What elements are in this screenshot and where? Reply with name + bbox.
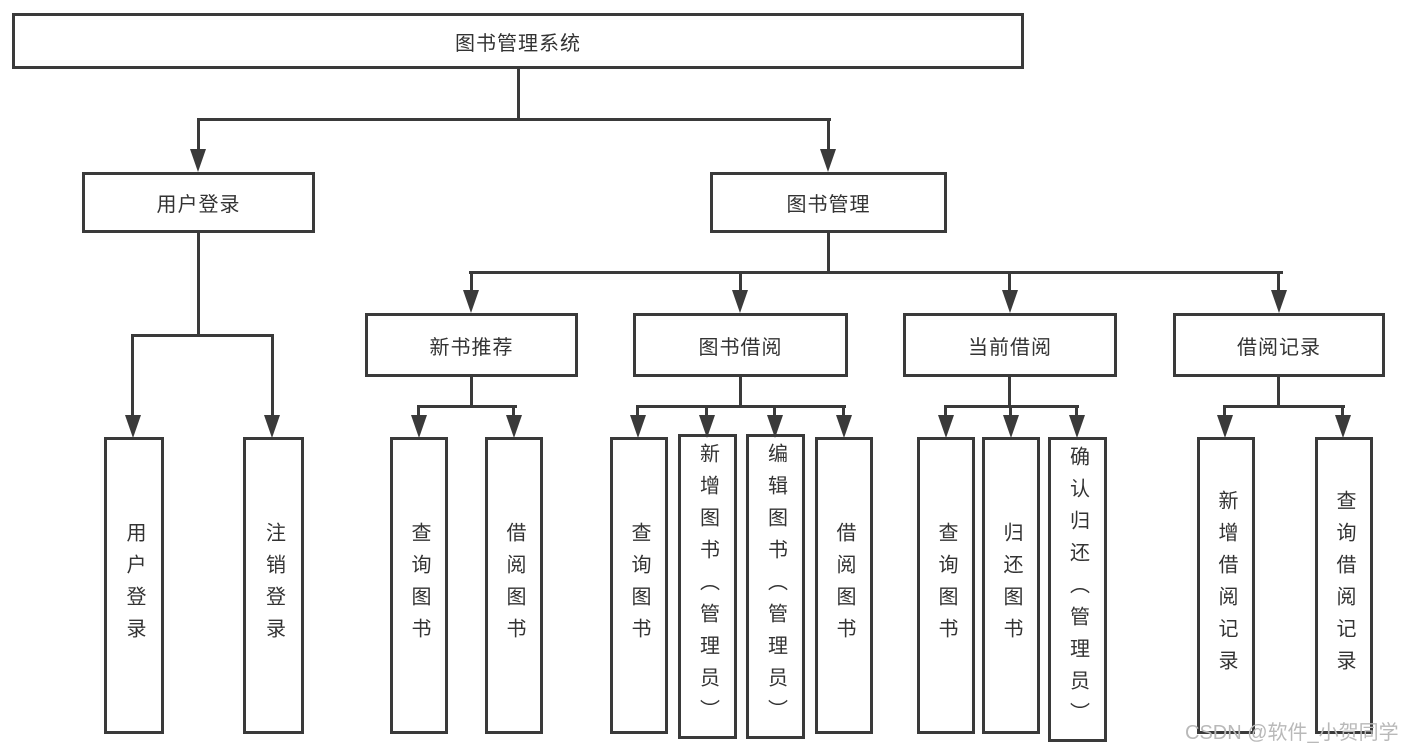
node-current-borrow: 当前借阅: [903, 313, 1117, 377]
arrow-down-icon: [125, 415, 141, 438]
connector-line: [470, 271, 473, 295]
leaf-borrow-query-books: 查询图书: [610, 437, 668, 734]
leaf-logout-label: 注销登录: [262, 521, 285, 650]
connector-line: [739, 377, 742, 408]
leaf-current-query-books: 查询图书: [917, 437, 975, 734]
arrow-down-icon: [820, 149, 836, 172]
leaf-borrow-books-label: 借阅图书: [833, 521, 855, 650]
arrow-down-icon: [1335, 415, 1351, 438]
leaf-borrow-query-books-label: 查询图书: [628, 521, 650, 650]
arrow-down-icon: [190, 149, 206, 172]
connector-line: [131, 334, 134, 418]
connector-line: [197, 118, 831, 121]
connector-line: [469, 271, 1283, 274]
node-user-login: 用户登录: [82, 172, 315, 233]
arrow-down-icon: [1003, 415, 1019, 438]
node-borrow-records-label: 借阅记录: [1237, 336, 1321, 359]
connector-line: [1075, 405, 1078, 419]
connector-line: [1277, 377, 1280, 408]
arrow-down-icon: [836, 415, 852, 438]
node-current-borrow-label: 当前借阅: [968, 336, 1052, 359]
arrow-down-icon: [1217, 415, 1233, 438]
node-new-book-recommend: 新书推荐: [365, 313, 578, 377]
connector-line: [827, 118, 830, 151]
arrow-down-icon: [1271, 290, 1287, 313]
connector-line: [1223, 405, 1226, 419]
node-root-label: 图书管理系统: [455, 32, 581, 55]
node-borrow-records: 借阅记录: [1173, 313, 1385, 377]
leaf-logout: 注销登录: [243, 437, 304, 734]
node-new-book-recommend-label: 新书推荐: [429, 336, 514, 359]
connector-line: [512, 405, 515, 419]
connector-line: [827, 233, 830, 274]
node-root: 图书管理系统: [12, 13, 1024, 69]
leaf-add-borrow-record: 新增借阅记录: [1197, 437, 1255, 734]
connector-line: [517, 69, 520, 121]
arrow-down-icon: [506, 415, 522, 438]
connector-line: [131, 334, 274, 337]
leaf-query-borrow-record-label: 查询借阅记录: [1333, 489, 1355, 682]
connector-line: [1223, 405, 1345, 408]
arrow-down-icon: [767, 415, 783, 438]
leaf-current-query-books-label: 查询图书: [935, 521, 957, 650]
leaf-query-borrow-record: 查询借阅记录: [1315, 437, 1373, 734]
leaf-newbook-borrow-books: 借阅图书: [485, 437, 543, 734]
leaf-add-books-admin: 新增图书（管理员）: [678, 434, 737, 739]
arrow-down-icon: [699, 415, 715, 438]
node-book-management-label: 图书管理: [786, 194, 871, 216]
arrow-down-icon: [1069, 415, 1085, 438]
leaf-edit-books-admin: 编辑图书（管理员）: [746, 434, 805, 739]
leaf-add-borrow-record-label: 新增借阅记录: [1215, 489, 1237, 682]
connector-line: [1341, 405, 1344, 419]
leaf-newbook-query-books: 查询图书: [390, 437, 448, 734]
connector-line: [271, 334, 274, 418]
leaf-confirm-return-admin: 确认归还（管理员）: [1048, 437, 1107, 742]
connector-line: [1008, 377, 1011, 408]
node-book-borrow: 图书借阅: [633, 313, 848, 377]
connector-line: [1277, 271, 1280, 295]
connector-line: [1009, 405, 1012, 419]
connector-line: [1008, 271, 1011, 295]
leaf-newbook-borrow-books-label: 借阅图书: [503, 521, 525, 650]
arrow-down-icon: [630, 415, 646, 438]
node-user-login-label: 用户登录: [156, 194, 241, 216]
connector-line: [197, 118, 200, 151]
connector-line: [197, 233, 200, 337]
node-book-management: 图书管理: [710, 172, 947, 233]
arrow-down-icon: [411, 415, 427, 438]
leaf-return-books: 归还图书: [982, 437, 1040, 734]
leaf-newbook-query-books-label: 查询图书: [408, 521, 430, 650]
leaf-borrow-books: 借阅图书: [815, 437, 873, 734]
connector-line: [842, 405, 845, 419]
arrow-down-icon: [1002, 290, 1018, 313]
connector-line: [739, 271, 742, 295]
csdn-watermark: CSDN @软件_小贺同学: [1185, 722, 1399, 744]
connector-line: [470, 377, 473, 408]
connector-line: [636, 405, 639, 419]
connector-line: [773, 405, 776, 419]
connector-line: [417, 405, 420, 419]
leaf-user-login: 用户登录: [104, 437, 164, 734]
node-book-borrow-label: 图书借阅: [698, 336, 783, 359]
arrow-down-icon: [732, 290, 748, 313]
leaf-confirm-return-admin-label: 确认归还（管理员）: [1066, 445, 1089, 734]
arrow-down-icon: [938, 415, 954, 438]
arrow-down-icon: [463, 290, 479, 313]
leaf-edit-books-admin-label: 编辑图书（管理员）: [764, 442, 787, 731]
leaf-user-login-label: 用户登录: [123, 521, 145, 650]
connector-line: [944, 405, 947, 419]
connector-line: [417, 405, 517, 408]
connector-line: [636, 405, 846, 408]
leaf-add-books-admin-label: 新增图书（管理员）: [696, 442, 719, 731]
leaf-return-books-label: 归还图书: [1000, 521, 1022, 650]
connector-line: [705, 405, 708, 419]
arrow-down-icon: [264, 415, 280, 438]
